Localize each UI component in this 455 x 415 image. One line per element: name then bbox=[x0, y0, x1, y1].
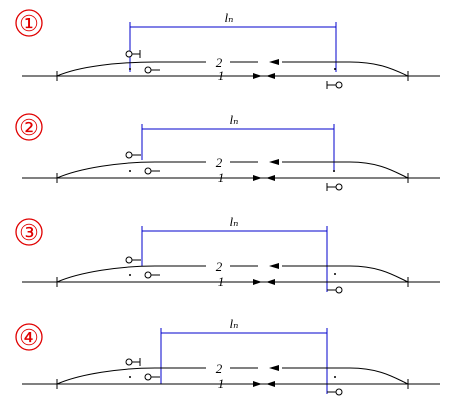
span-label: lₙ bbox=[225, 10, 234, 25]
diagram-number-circle bbox=[15, 113, 43, 141]
direction-arrow-icon bbox=[253, 279, 262, 285]
diagram-number: ④ bbox=[19, 325, 39, 350]
marker-dot bbox=[334, 376, 336, 378]
direction-arrow-icon bbox=[266, 381, 275, 387]
signal-icon bbox=[125, 151, 141, 159]
track-2 bbox=[56, 161, 409, 179]
signal-icon bbox=[144, 271, 160, 279]
direction-arrow-icon bbox=[253, 381, 262, 387]
signal-icon bbox=[327, 388, 343, 396]
diagram-number-circle bbox=[15, 323, 43, 351]
marker-dot bbox=[129, 68, 131, 70]
marker-dot bbox=[129, 274, 131, 276]
diagram-number-circle bbox=[15, 218, 43, 246]
direction-arrow-icon bbox=[253, 175, 262, 181]
direction-arrow-icon bbox=[266, 73, 275, 79]
track-2-label: 2 bbox=[216, 361, 223, 376]
signal-icon bbox=[327, 286, 343, 294]
direction-arrow-icon bbox=[269, 263, 279, 269]
marker-dot bbox=[129, 170, 131, 172]
track-2-label: 2 bbox=[216, 155, 223, 170]
direction-arrow-icon bbox=[269, 59, 279, 65]
diagram-1: ① lₙ 2 1 bbox=[15, 9, 440, 89]
diagram-2: ② lₙ 2 1 bbox=[15, 112, 440, 191]
direction-arrow-icon bbox=[266, 279, 275, 285]
track-1-label: 1 bbox=[218, 170, 225, 185]
signal-icon bbox=[125, 358, 141, 366]
span-label: lₙ bbox=[230, 214, 239, 229]
track-2-label: 2 bbox=[216, 259, 223, 274]
signal-icon bbox=[125, 256, 141, 264]
span-label: lₙ bbox=[230, 316, 239, 331]
track-2 bbox=[56, 367, 409, 385]
direction-arrow-icon bbox=[266, 175, 275, 181]
signal-icon bbox=[326, 81, 343, 89]
signal-icon bbox=[144, 167, 160, 175]
marker-dot bbox=[334, 273, 336, 275]
diagram-3: ③ lₙ 2 1 bbox=[15, 214, 440, 294]
direction-arrow-icon bbox=[269, 365, 279, 371]
signal-icon bbox=[326, 183, 343, 191]
direction-arrow-icon bbox=[269, 159, 279, 165]
marker-dot bbox=[129, 376, 131, 378]
track-2 bbox=[56, 61, 409, 77]
diagram-number: ③ bbox=[19, 220, 39, 245]
signal-icon bbox=[144, 66, 160, 74]
track-1-label: 1 bbox=[218, 274, 225, 289]
marker-dot bbox=[333, 170, 335, 172]
diagram-number: ② bbox=[19, 115, 39, 140]
track-2 bbox=[56, 265, 409, 283]
track-2-label: 2 bbox=[216, 55, 223, 70]
diagram-number-circle bbox=[15, 9, 43, 37]
track-1-label: 1 bbox=[218, 68, 225, 83]
signal-icon bbox=[125, 50, 141, 58]
direction-arrow-icon bbox=[253, 73, 262, 79]
marker-dot bbox=[334, 68, 336, 70]
signal-icon bbox=[144, 373, 160, 381]
diagram-4: ④ lₙ 2 1 bbox=[15, 316, 440, 396]
span-label: lₙ bbox=[230, 112, 239, 127]
diagram-number: ① bbox=[19, 11, 39, 36]
track-1-label: 1 bbox=[218, 376, 225, 391]
